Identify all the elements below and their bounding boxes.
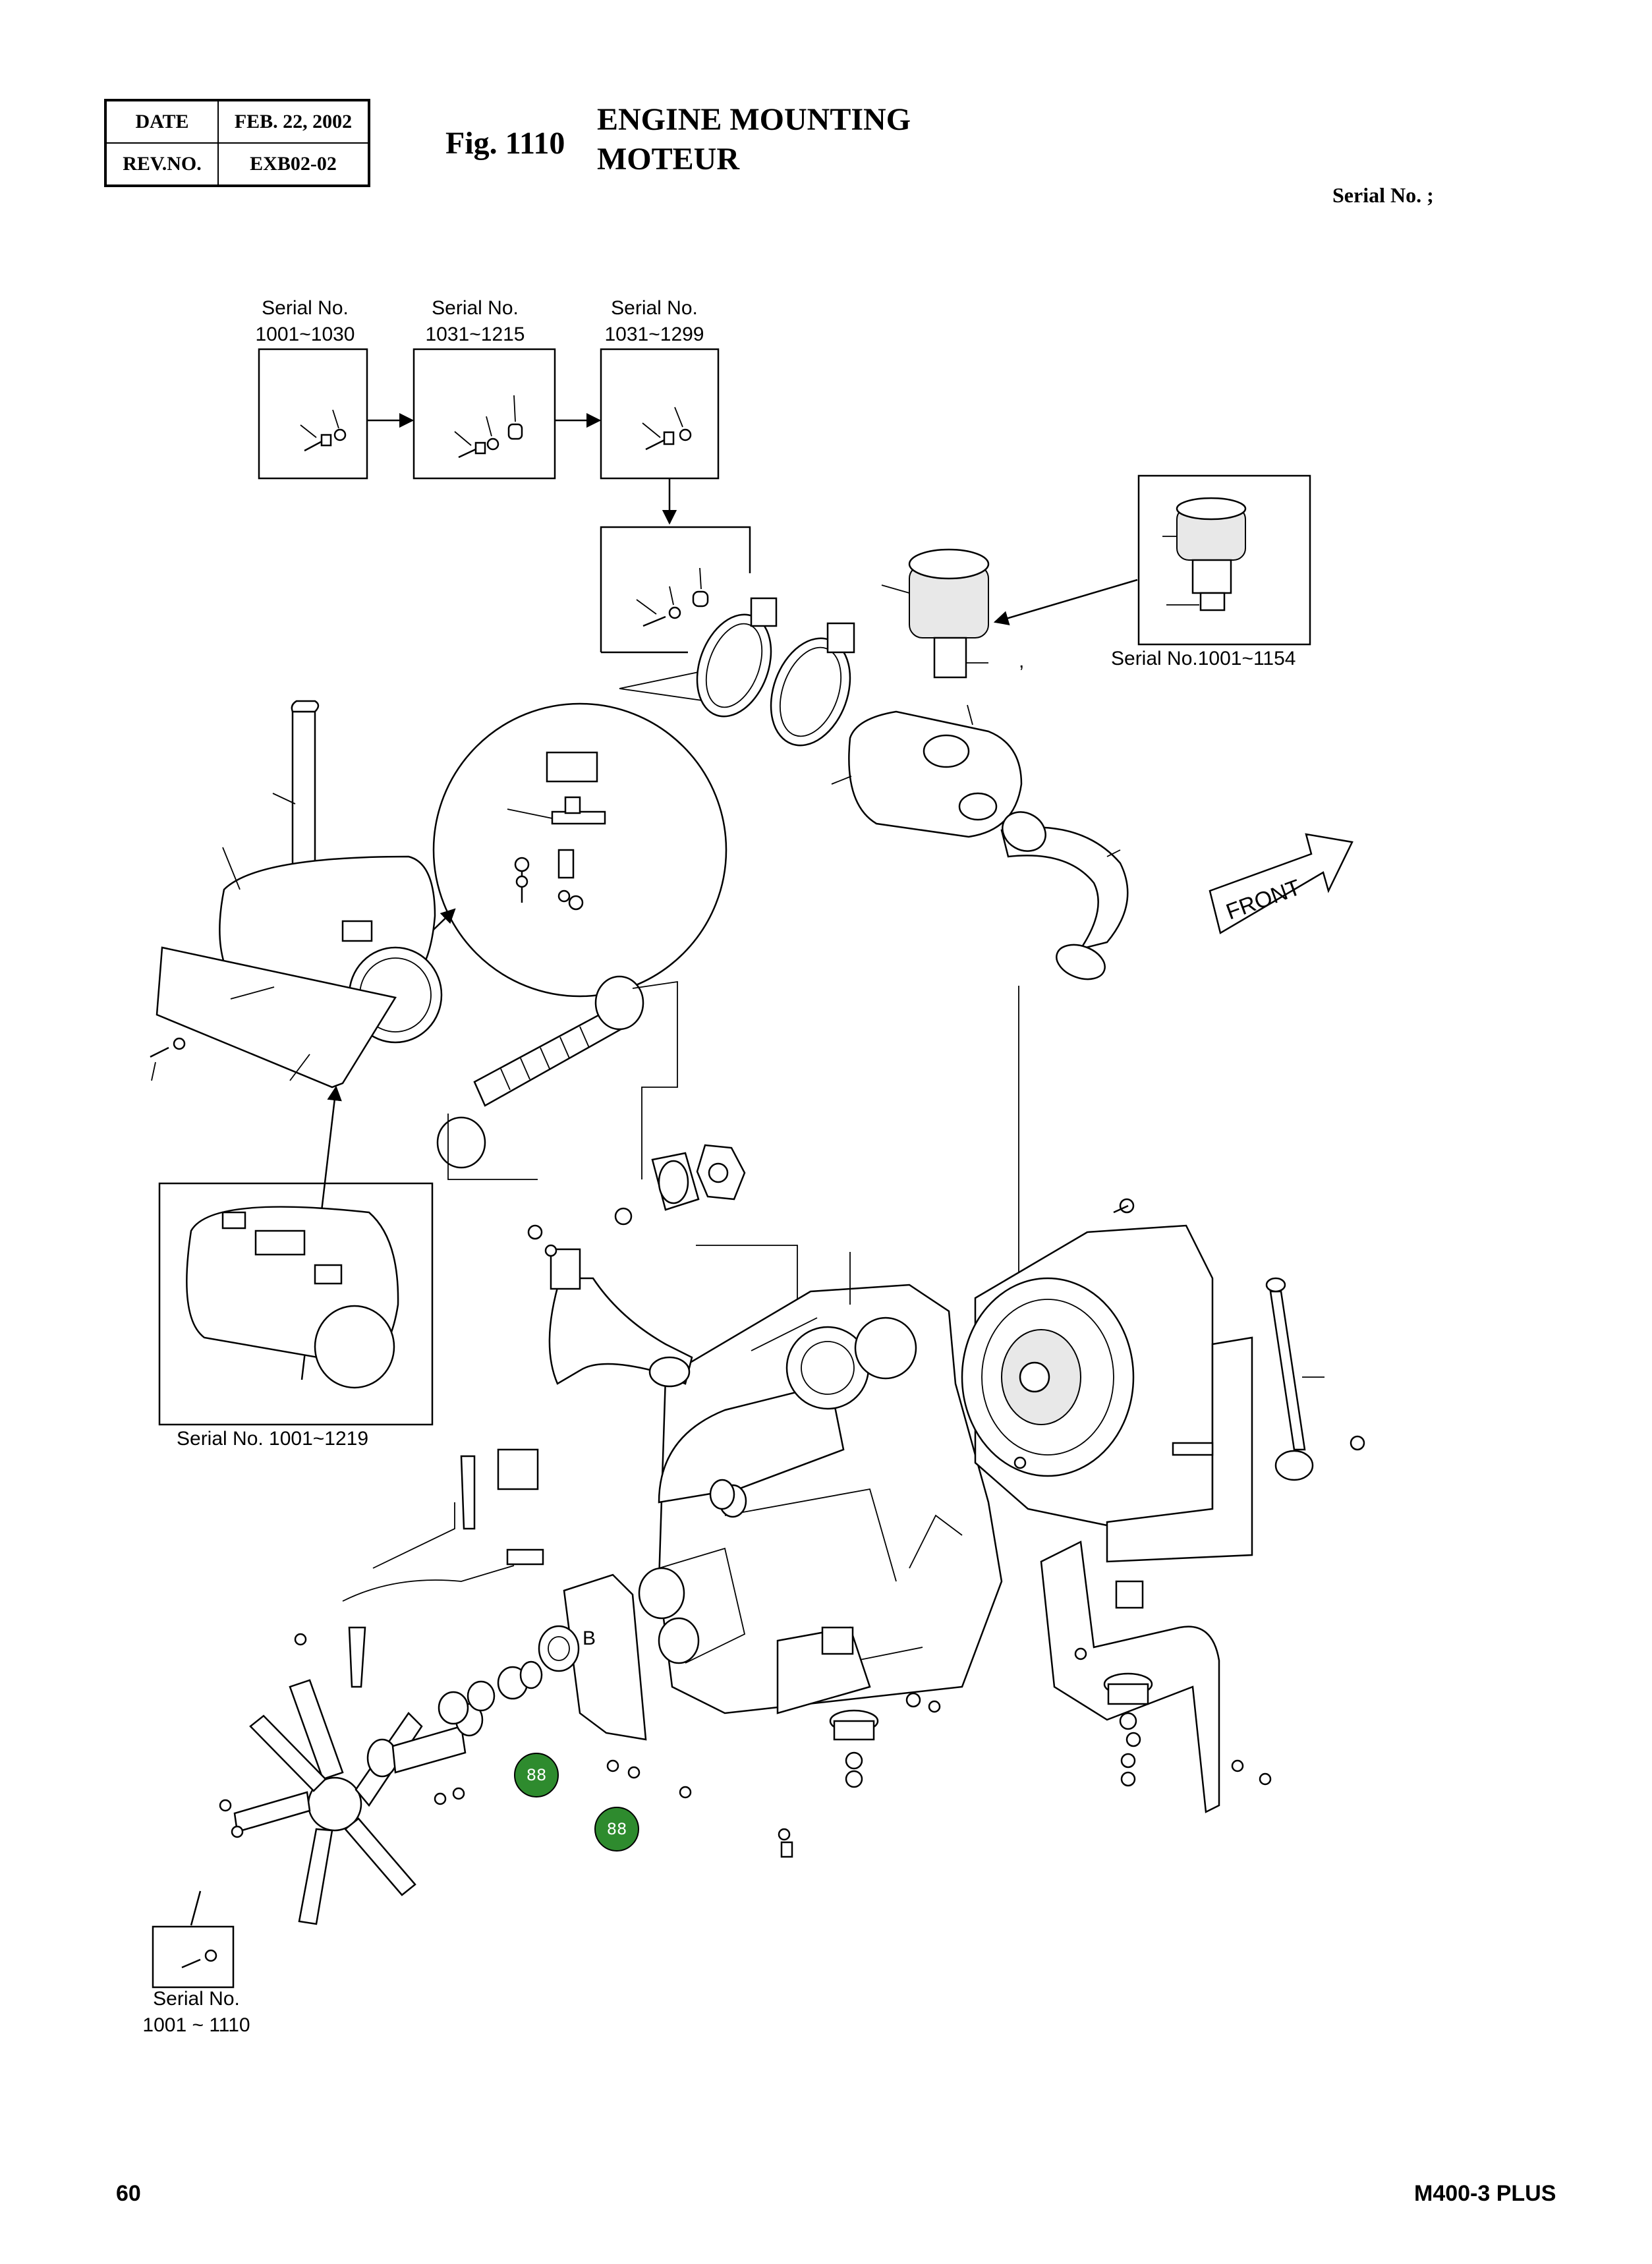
muffler [219,847,443,1044]
revision-table: DATE FEB. 22, 2002 REV.NO. EXB02-02 [104,99,370,187]
cooling-fan [233,1679,484,1925]
page-number: 60 [116,2181,141,2206]
date-value: FEB. 22, 2002 [217,99,370,144]
fan-bolt-label: Serial No. [153,1988,240,2010]
muffler-inset-box [158,1182,434,1426]
exhaust-manifold-pipe [548,1248,693,1388]
bellows-ribs [500,1026,590,1090]
callout-box1-label: Serial No. [262,297,349,319]
rev-value: EXB02-02 [217,142,370,186]
turbocharger [785,1252,917,1410]
callout-box3-range: 1031~1299 [604,324,704,345]
precleaner [881,548,990,679]
date-label: DATE [105,99,219,144]
badge-88-b: 88 [594,1807,639,1852]
fan-bolt-caption: Serial No. 1001 ~ 1110 [124,1986,269,2039]
callout-box3-caption: Serial No. 1031~1299 [598,295,710,348]
front-engine-support [776,1626,871,1714]
figure-title: ENGINE MOUNTING MOTEUR [597,100,911,179]
fastener-group [219,1198,1365,1858]
arrow-to-precleaner [993,579,1138,626]
clamp-bolt-box [600,526,751,704]
badge-88-a-label: 88 [527,1766,547,1784]
muffler-caption: Serial No. 1001~1219 [177,1428,369,1450]
pulley-belt-group [638,1479,747,1664]
badge-88-a: 88 [514,1753,559,1797]
callout-box2-caption: Serial No. 1031~1215 [419,295,531,348]
callout-box2-range: 1031~1215 [425,324,525,345]
oil-filler-tube [1265,1277,1324,1481]
exhaust-flange [614,1144,798,1314]
figure-number: Fig. 1110 [445,126,565,161]
callout-box1-range: 1001~1030 [255,324,355,345]
detail-letter-b: B [583,1627,596,1649]
shield-bolts [150,1037,186,1081]
model-name: M400-3 PLUS [1414,2181,1556,2206]
timing-cover: B [538,1573,647,1741]
front-direction-arrow: FRONT [1209,833,1353,934]
fan-bolt-range: 1001 ~ 1110 [142,2014,250,2036]
rev-label: REV.NO. [105,142,219,186]
air-cleaner-clamps [696,597,855,747]
fan-bolt-leader [190,1890,202,1926]
air-cleaner-caption: Serial No.1001~1154 [1111,648,1296,669]
engine-mount-rubbers [829,1672,1153,1788]
serial-box-2 [413,348,556,480]
fan-bolt-inset [152,1925,235,1989]
air-cleaner-inset-box [1137,474,1311,646]
callout-box1-caption: Serial No. 1001~1030 [249,295,361,348]
flex-exhaust-bellows [436,975,678,1180]
muffler-bracket-detail [432,702,727,998]
serial-box-1 [258,348,368,480]
callout-box2-label: Serial No. [432,297,519,319]
bolt-washer-icon [300,409,347,452]
air-cleaner-body [831,704,1023,838]
serial-box-3 [600,348,720,480]
callout-box3-label: Serial No. [611,297,698,319]
title-french: MOTEUR [597,142,739,177]
badge-88-b-label: 88 [607,1820,627,1838]
heat-shield [156,946,397,1089]
title-english: ENGINE MOUNTING [597,102,911,137]
water-pump-spacer [438,1660,543,1725]
front-bracket-plate [460,1448,539,1530]
air-intake-hose [1000,811,1129,980]
engine-block [658,1284,1003,1714]
serial-header: Serial No. ; [1332,183,1434,207]
separator-comma: , [1019,650,1025,672]
throttle-cable [342,1502,544,1688]
flywheel-housing [961,1224,1253,1563]
